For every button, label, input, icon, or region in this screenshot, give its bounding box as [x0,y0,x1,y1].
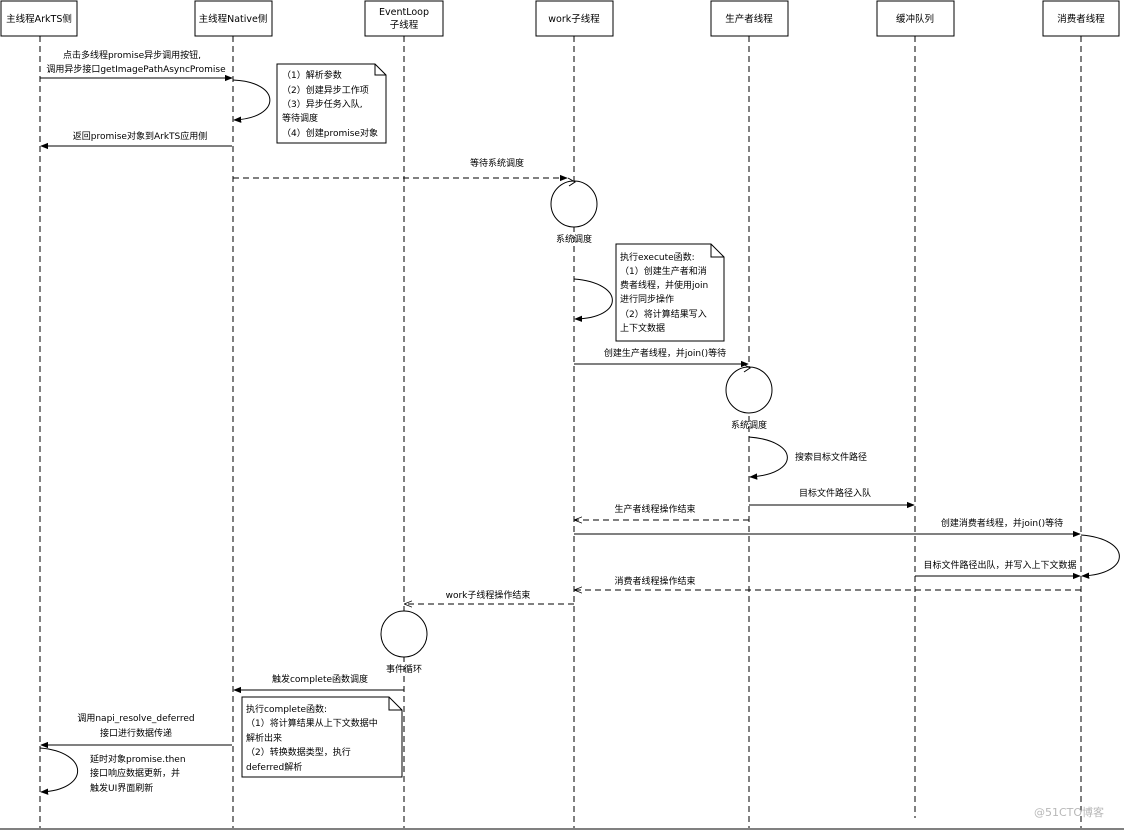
note-eventloop-line1: 执行complete函数: [246,703,327,715]
self-call-work [573,278,613,323]
message-promise-then-line3: 触发UI界面刷新 [90,782,153,794]
note-eventloop-line2: （1）将计算结果从上下文数据中 [246,717,378,729]
activation-work-label: 系统调度 [556,233,592,245]
note-native-line1: （1）解析参数 [282,69,342,81]
message-producer-done-label: 生产者线程操作结束 [614,503,695,515]
participant-queue-label: 缓冲队列 [896,13,934,25]
participant-arkts-label: 主线程ArkTS侧 [6,13,72,25]
self-call-producer [748,436,788,480]
note-eventloop-line4: （2）转换数据类型，执行 [246,746,351,758]
message-dequeue: 目标文件路径出队，并写入上下文数据 [915,559,1081,580]
message-create-consumer: 创建消费者线程，并join()等待 [574,517,1081,538]
note-work-line3: 费者线程，并使用join [620,279,708,291]
note-work-line2: （1）创建生产者和消 [620,265,707,277]
participant-consumer-label: 消费者线程 [1057,13,1105,25]
message-consumer-done-label: 消费者线程操作结束 [614,575,695,587]
message-trigger-complete: 触发complete函数调度 [233,673,404,694]
watermark: @51CTO博客 [1034,805,1104,819]
note-work: 执行execute函数: （1）创建生产者和消 费者线程，并使用join 进行同… [615,243,725,342]
message-search-path-label: 搜索目标文件路径 [795,451,867,463]
note-native-line2: （2）创建异步工作项 [282,84,369,96]
self-call-consumer [1080,534,1120,579]
participant-native: 主线程Native侧 [194,0,273,37]
message-enqueue-label: 目标文件路径入队 [799,487,871,499]
participant-headers: 主线程ArkTS侧 主线程Native侧 EventLoop 子线程 work子… [0,0,1120,37]
activation-producer: 系统调度 [725,363,773,431]
message-producer-done: 生产者线程操作结束 [575,503,749,520]
note-native-line4: 等待调度 [282,112,318,124]
note-eventloop-line5: deferred解析 [246,761,302,773]
message-return-promise-label: 返回promise对象到ArkTS应用侧 [73,130,208,142]
participant-work: work子线程 [535,0,614,37]
message-resolve-deferred-line2: 接口进行数据传递 [100,727,172,739]
note-eventloop: 执行complete函数: （1）将计算结果从上下文数据中 解析出来 （2）转换… [241,696,403,778]
message-dequeue-label: 目标文件路径出队，并写入上下文数据 [923,559,1076,571]
message-call-async-line1: 点击多线程promise异步调用按钮, [63,49,201,61]
message-promise-then: 延时对象promise.then 接口响应数据更新，并 触发UI界面刷新 [90,753,186,794]
note-eventloop-line3: 解析出来 [246,732,282,744]
activation-producer-label: 系统调度 [731,419,767,431]
self-call-native [232,79,271,123]
note-work-line5: （2）将计算结果写入 [620,308,707,320]
note-native-line3: （3）异步任务入队, [282,98,363,110]
note-native: （1）解析参数 （2）创建异步工作项 （3）异步任务入队, 等待调度 （4）创建… [276,63,387,144]
message-call-async-line2: 调用异步接口getImagePathAsyncPromise [46,63,226,75]
participant-consumer: 消费者线程 [1042,0,1120,37]
note-native-line5: （4）创建promise对象 [282,127,378,139]
note-work-line1: 执行execute函数: [620,251,695,263]
message-resolve-deferred-line1: 调用napi_resolve_deferred [77,713,194,724]
message-return-promise: 返回promise对象到ArkTS应用侧 [40,130,232,150]
participant-eventloop: EventLoop 子线程 [364,0,444,37]
message-create-consumer-label: 创建消费者线程，并join()等待 [941,517,1063,529]
participant-queue: 缓冲队列 [876,0,955,37]
message-call-async: 点击多线程promise异步调用按钮, 调用异步接口getImagePathAs… [40,49,233,82]
message-work-done-label: work子线程操作结束 [446,589,531,601]
participant-arkts: 主线程ArkTS侧 [0,0,78,37]
participant-producer: 生产者线程 [710,0,789,37]
message-create-producer-label: 创建生产者线程，并join()等待 [604,347,726,359]
message-work-done: work子线程操作结束 [405,589,574,604]
message-wait-schedule-label: 等待系统调度 [470,157,524,169]
message-resolve-deferred: 调用napi_resolve_deferred 接口进行数据传递 [40,713,232,749]
activation-eventloop-label: 事件循环 [386,663,422,675]
participant-work-label: work子线程 [548,13,600,25]
participant-native-label: 主线程Native侧 [199,13,268,25]
lifelines [39,36,1082,828]
activation-eventloop: 事件循环 [380,610,428,675]
participant-producer-label: 生产者线程 [725,13,773,25]
participant-eventloop-label2: 子线程 [390,19,419,31]
note-work-line6: 上下文数据 [620,322,665,334]
note-work-line4: 进行同步操作 [620,293,674,305]
message-wait-schedule: 等待系统调度 [233,157,568,182]
participant-eventloop-label: EventLoop [379,7,429,18]
activation-work: 系统调度 [550,177,598,245]
message-enqueue: 目标文件路径入队 [749,487,915,509]
self-call-arkts [39,747,79,795]
message-promise-then-line2: 接口响应数据更新，并 [90,767,180,779]
message-trigger-complete-label: 触发complete函数调度 [272,673,368,685]
message-consumer-done: 消费者线程操作结束 [575,575,1081,590]
message-promise-then-line1: 延时对象promise.then [90,753,186,765]
message-create-producer: 创建生产者线程，并join()等待 [574,347,749,368]
